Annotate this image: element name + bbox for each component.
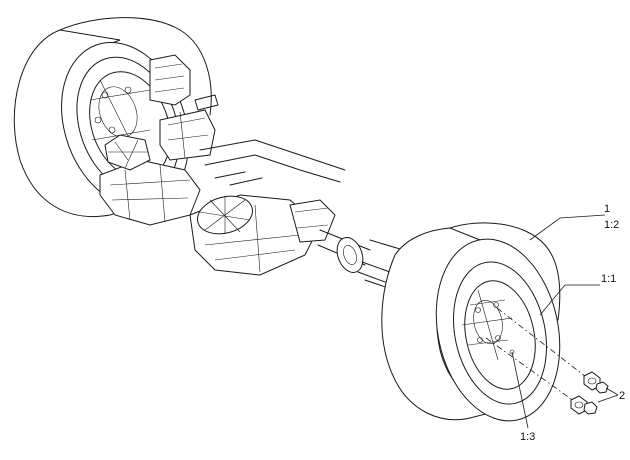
left-transaxle-assembly	[99, 54, 219, 226]
lug-nut-upper-small[interactable]	[595, 381, 609, 394]
callout-1-2: 1:2	[604, 219, 619, 231]
right-wheel-assembly	[381, 222, 561, 422]
lug-nut-lower-small[interactable]	[583, 401, 598, 415]
leader-line-2b	[605, 387, 619, 396]
axle-frame	[199, 139, 346, 186]
leader-anchor-1-3	[509, 349, 515, 355]
leader-line-1	[529, 214, 606, 241]
lug-nut-centerlines	[485, 307, 591, 405]
leader-line-1-1	[539, 284, 600, 316]
callout-1-1: 1:1	[601, 273, 616, 285]
center-transaxle-assembly	[189, 194, 336, 276]
callout-1: 1	[604, 203, 610, 215]
callout-2: 2	[619, 390, 625, 402]
leader-line-1-3	[511, 351, 529, 429]
callout-1-3: 1:3	[520, 431, 535, 443]
leader-line-2	[597, 394, 619, 403]
